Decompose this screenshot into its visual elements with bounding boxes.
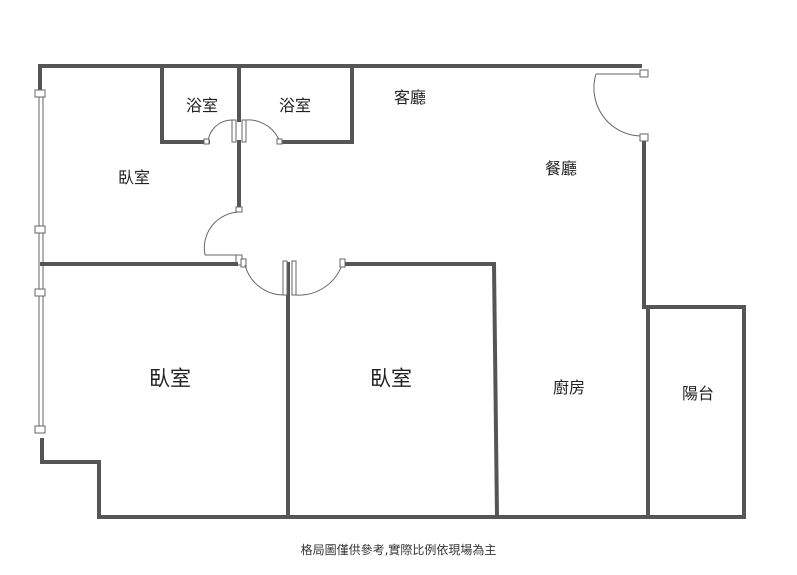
bathroom-left-label: 浴室 — [185, 96, 219, 115]
bedroom-doors-bottom — [240, 258, 346, 296]
entrance-door — [593, 69, 649, 142]
kitchen-label: 廚房 — [552, 378, 586, 397]
living-room-label: 客廳 — [393, 88, 427, 107]
bedroom-top-left-label: 臥室 — [117, 168, 151, 187]
interior-walls — [40, 262, 500, 520]
outer-walls — [38, 64, 746, 519]
left-window — [34, 89, 46, 434]
bathroom-right-label: 浴室 — [278, 96, 312, 115]
bathroom-walls — [160, 64, 354, 212]
balcony-label: 陽台 — [681, 384, 715, 403]
bathroom-doors — [203, 119, 283, 145]
dining-room-label: 餐廳 — [544, 159, 578, 178]
bedroom-bottom-left-label: 臥室 — [149, 366, 191, 391]
bedroom-bottom-middle-label: 臥室 — [370, 366, 412, 391]
bedroom-door-top-left — [203, 206, 243, 266]
disclaimer-caption: 格局圖僅供參考,實際比例依現場為主 — [300, 543, 497, 557]
